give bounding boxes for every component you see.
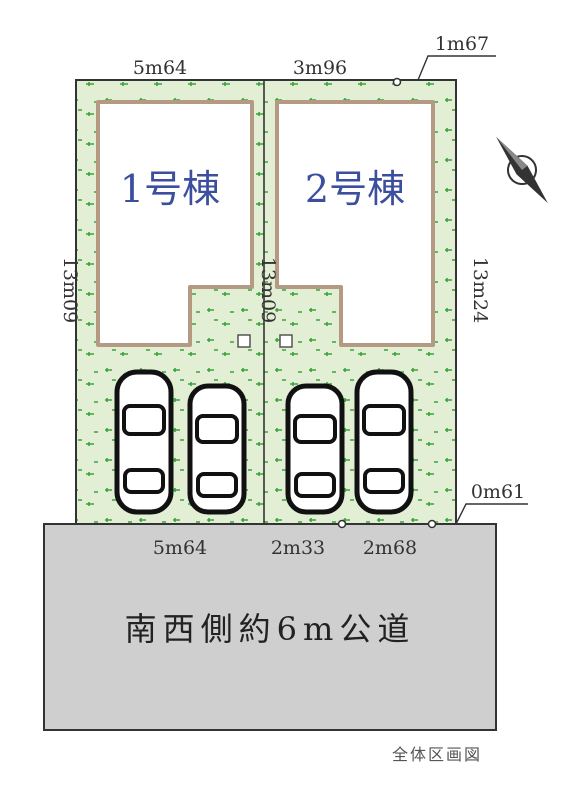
dimension-top-left: 5m64 xyxy=(133,57,187,79)
leader-line xyxy=(417,55,496,81)
meter-box xyxy=(279,334,293,348)
leader-line xyxy=(455,503,528,525)
dimension-bottom-mid: 2m33 xyxy=(271,537,325,559)
car-icon xyxy=(114,369,174,515)
dimension-right-side: 13m24 xyxy=(469,257,491,323)
dimension-center-line: 13m09 xyxy=(257,257,279,323)
car-icon xyxy=(187,383,247,515)
building-1-label: 1号棟 xyxy=(120,167,220,211)
dimension-left-side: 13m09 xyxy=(59,257,81,323)
dimension-top-corner: 1m67 xyxy=(435,33,489,55)
dimension-bottom-right: 2m68 xyxy=(363,537,417,559)
dimension-bottom-corner: 0m61 xyxy=(471,481,525,503)
boundary-marker xyxy=(337,519,347,529)
boundary-marker xyxy=(427,519,437,529)
road-area xyxy=(43,523,497,731)
building-2-label: 2号棟 xyxy=(305,167,405,211)
meter-box xyxy=(237,334,251,348)
dimension-top-right: 3m96 xyxy=(293,57,347,79)
boundary-marker xyxy=(392,77,402,87)
building-2-footprint xyxy=(275,100,435,347)
dimension-bottom-left: 5m64 xyxy=(153,537,207,559)
plan-caption: 全体区画図 xyxy=(392,745,482,764)
car-icon xyxy=(354,369,414,515)
building-1-footprint xyxy=(96,100,254,347)
car-icon xyxy=(285,383,345,515)
road-label: 南西側約6m公道 xyxy=(125,610,416,648)
north-arrow-icon xyxy=(496,136,548,204)
